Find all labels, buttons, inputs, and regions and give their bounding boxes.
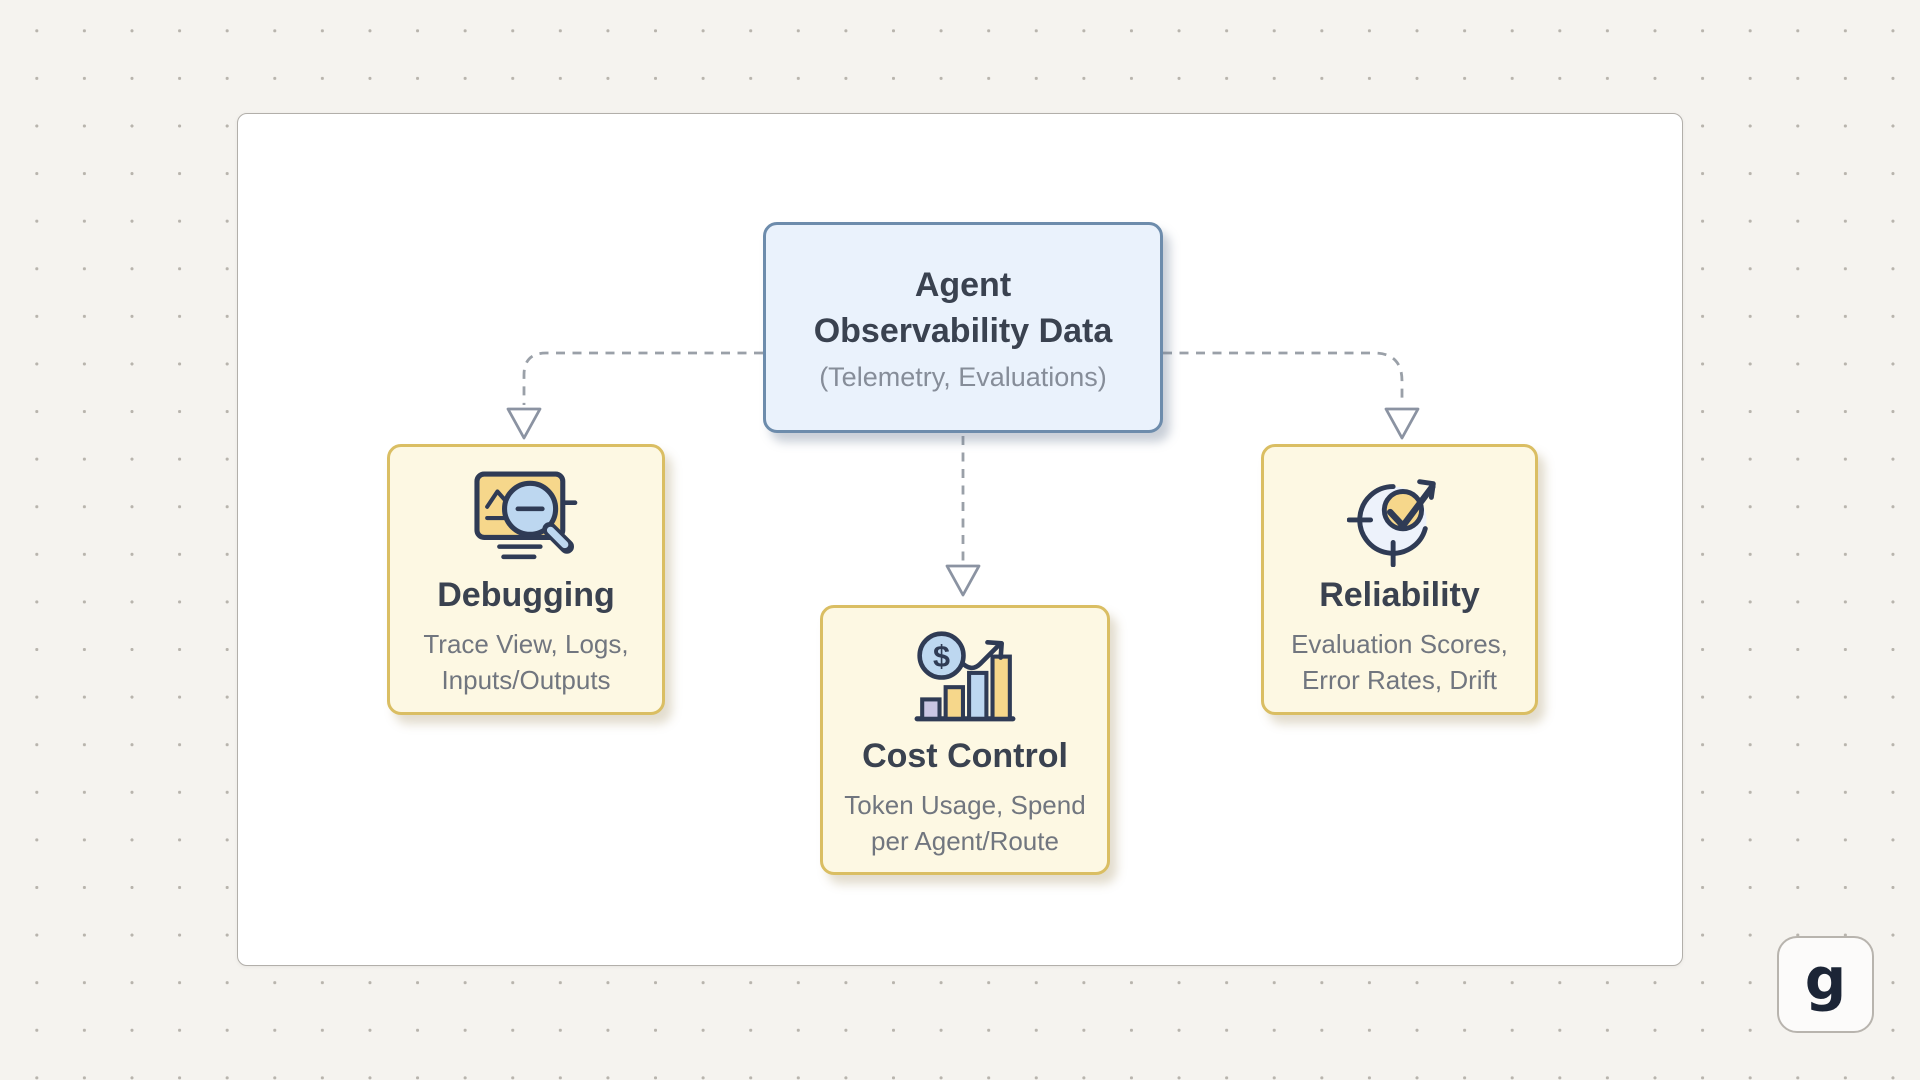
brand-logo-badge[interactable]: g [1777,936,1874,1033]
cost-control-subtitle-line1: Token Usage, Spend [844,790,1086,820]
cost-control-subtitle-line2: per Agent/Route [871,826,1059,856]
debugging-subtitle-line2: Inputs/Outputs [441,665,611,695]
root-title-line2: Observability Data [813,312,1113,350]
debugging-subtitle-line1: Trace View, Logs, [423,629,629,659]
target-checkmark-icon [1346,467,1453,567]
debugging-title: Debugging [437,576,615,614]
node-debugging: Debugging Trace View, Logs, Inputs/Outpu… [387,444,665,715]
node-agent-observability-data: Agent Observability Data (Telemetry, Eva… [763,222,1163,433]
reliability-subtitle: Evaluation Scores, Error Rates, Drift [1291,626,1508,698]
cost-control-title: Cost Control [862,737,1068,775]
reliability-subtitle-line1: Evaluation Scores, [1291,629,1508,659]
node-cost-control: $ Cost Control Token Usage, Spend per Ag… [820,605,1110,875]
debugging-subtitle: Trace View, Logs, Inputs/Outputs [423,626,628,698]
chart-magnifier-icon [471,467,581,567]
brand-logo-letter: g [1804,944,1847,1013]
reliability-subtitle-line2: Error Rates, Drift [1301,665,1497,695]
reliability-title: Reliability [1319,576,1480,614]
root-title-line1: Agent [914,266,1012,304]
cost-control-subtitle: Token Usage, Spend per Agent/Route [844,787,1085,859]
root-node-title: Agent Observability Data [814,262,1113,354]
dollar-symbol: $ [933,640,950,674]
node-reliability: Reliability Evaluation Scores, Error Rat… [1261,444,1538,715]
root-node-subtitle: (Telemetry, Evaluations) [819,362,1107,392]
dollar-bar-chart-icon: $ [912,628,1018,728]
